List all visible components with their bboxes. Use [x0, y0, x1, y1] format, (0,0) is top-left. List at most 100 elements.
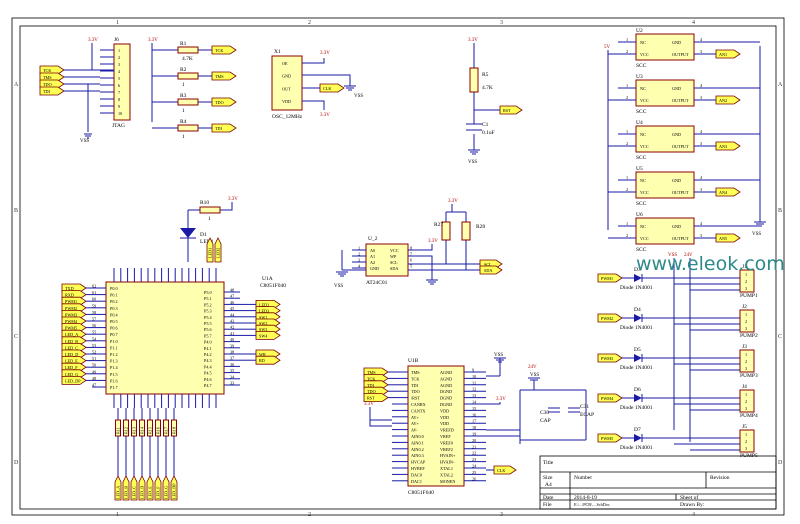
- mcu-b-right-pinnum-10: 19: [472, 432, 476, 437]
- zone-row-left-D: D: [14, 460, 19, 466]
- pump-net-pwm1-label: PWM1: [601, 276, 613, 281]
- resarray-label-6: R17: [164, 427, 169, 434]
- mcu-b-tdi-label: TDI: [367, 383, 375, 388]
- pullup-r4: [177, 124, 199, 132]
- pump-diode-ref-1: D4: [634, 307, 641, 313]
- resarray-label-0: R11: [116, 427, 121, 434]
- mcu-net-led-dp-flag: [61, 375, 87, 385]
- scc-num-left-2-1: 2: [626, 141, 628, 146]
- tb-number-label: Number: [574, 475, 592, 481]
- pullup-ref-3: R4: [180, 119, 187, 125]
- mcu-right-pinnum-10: 38: [230, 350, 234, 355]
- mcu-b-left-pin-3: TDO: [411, 389, 420, 394]
- pump-conn-pin-4-0: 1: [745, 432, 747, 437]
- mcu-left-pin-10: P1.2: [110, 352, 118, 357]
- pump-conn-ref-3: J4: [742, 384, 747, 390]
- reset-cap-value: 0.1uF: [482, 130, 495, 136]
- scc-an5-flag: [715, 233, 741, 243]
- pump-conn-ref-0: J1: [742, 264, 747, 270]
- eeprom-ground: VSS: [334, 284, 343, 289]
- scc-an4-label: AN4: [719, 190, 728, 195]
- jtag-name: JTAG: [112, 123, 125, 129]
- scc-pin-left-3-1: VCC: [640, 190, 649, 195]
- pump-conn-ref-1: J2: [742, 304, 747, 310]
- mcu-b-right-pin-13: HVAIN+: [440, 453, 456, 458]
- pump-name-1: PUMP2: [740, 333, 758, 339]
- zone-col-top-2: 2: [308, 20, 311, 26]
- mcu-right-pin-12: P4.4: [204, 364, 212, 369]
- led-resistor: [199, 206, 221, 214]
- zone-row-left-C: C: [14, 334, 18, 340]
- jtag-pin-3: 3: [118, 62, 120, 67]
- pump-name-0: PUMP1: [740, 293, 758, 299]
- mcu-net-led-e-label: LED_E: [65, 359, 78, 364]
- mcu-net-wr-label: WR: [259, 352, 266, 357]
- pump-connector-j4: [739, 389, 755, 413]
- scc-num-left-0-0: 1: [626, 37, 628, 42]
- pump-conn-ref-2: J3: [742, 344, 747, 350]
- mcu-b-right-pinnum-2: 11: [472, 380, 476, 385]
- mcu-net-sw4-flag: [255, 330, 281, 340]
- reset-ground: VSS: [468, 160, 477, 165]
- scc-pin-left-0-0: NC: [640, 40, 646, 45]
- eeprom-r27-label: R27: [434, 222, 443, 228]
- mcu-right-pin-3: P5.3: [204, 309, 212, 314]
- pullup-tms-label: TMS: [215, 74, 224, 79]
- reset-rst-flag: [499, 105, 523, 115]
- jtag-pin-9: 9: [118, 104, 120, 109]
- reset-resistor-value: 4.7K: [482, 85, 493, 91]
- eeprom-chip: [365, 243, 409, 277]
- pullup-tdi-flag: [211, 123, 237, 133]
- mcu-left-pin-1: P0.1: [110, 293, 118, 298]
- mcu-left-pin-11: P1.3: [110, 359, 118, 364]
- cap-c30-value: CAP: [540, 418, 551, 424]
- mcu-right-pin-10: P4.2: [204, 352, 212, 357]
- led-diode: [180, 228, 196, 238]
- reset-resistor-ref: R5: [482, 72, 489, 78]
- jtag-ref: J6: [114, 37, 119, 43]
- eeprom-sda-label: SDA: [484, 268, 492, 273]
- pump-conn-pin-2-1: 2: [745, 359, 747, 364]
- scc-num-right-0-0: 4: [700, 37, 703, 42]
- scc-pin-left-3-0: NC: [640, 178, 646, 183]
- mcu-net-rxd-label: RXD: [65, 293, 74, 298]
- tb-file-label: File: [543, 502, 552, 508]
- jtag-supply: 3.3V: [88, 38, 98, 43]
- tb-date: 2014-8-19: [574, 495, 597, 501]
- inner-frame: [19, 25, 777, 510]
- mcu-net-rd-flag: [255, 355, 281, 365]
- pump-diode-part-1: Diode 1N4001: [620, 325, 653, 331]
- mcu-b-rst-flag: [363, 393, 389, 403]
- led-flag-label-0: LED1: [208, 248, 213, 258]
- cap-c31-value: ECAP: [580, 412, 594, 418]
- zone-col-bottom-2: 2: [308, 512, 311, 518]
- scc-module-u5: [635, 171, 695, 199]
- mcu-b-left-pin-5: CANRX: [411, 402, 426, 407]
- mcu-b-right-pinnum-4: 13: [472, 393, 476, 398]
- mcu-b-left-pin-7: AV+: [411, 415, 420, 420]
- zone-row-right-D: D: [778, 460, 783, 466]
- mcu-left-pin-12: P1.4: [110, 365, 118, 370]
- mcu-b-left-pin-8: AV+: [411, 421, 420, 426]
- scc-an3-flag: [715, 141, 741, 151]
- mcu-left-pinnum-10: 52: [92, 350, 96, 355]
- scc-pin-left-1-1: VCC: [640, 98, 649, 103]
- eeprom-r28: [461, 221, 471, 241]
- pullup-ref-1: R2: [180, 67, 187, 73]
- mcu-b-left-pin-2: TDI: [411, 383, 419, 388]
- resarray-flag-5: [154, 475, 162, 501]
- pump-conn-pin-3-1: 2: [745, 399, 747, 404]
- eeprom-supply-2: 3.3V: [428, 239, 438, 244]
- pump-diode-part-4: Diode 1N4001: [620, 445, 653, 451]
- scc-num-right-3-1: 3: [700, 187, 702, 192]
- mcu-b-right-pin-11: VREF0: [440, 440, 453, 445]
- jtag-pin-6: 6: [118, 83, 120, 88]
- pump-conn-pin-2-0: 1: [745, 352, 747, 357]
- scc-ground: VSS: [752, 232, 761, 237]
- mcu-b-right-pinnum-13: 22: [472, 451, 476, 456]
- mcu-left-pin-0: P0.0: [110, 286, 118, 291]
- mcu-right-pinnum-14: 34: [230, 374, 235, 379]
- pullup-ref-0: R1: [180, 41, 187, 47]
- pump-conn-pin-0-2: 3: [745, 286, 747, 291]
